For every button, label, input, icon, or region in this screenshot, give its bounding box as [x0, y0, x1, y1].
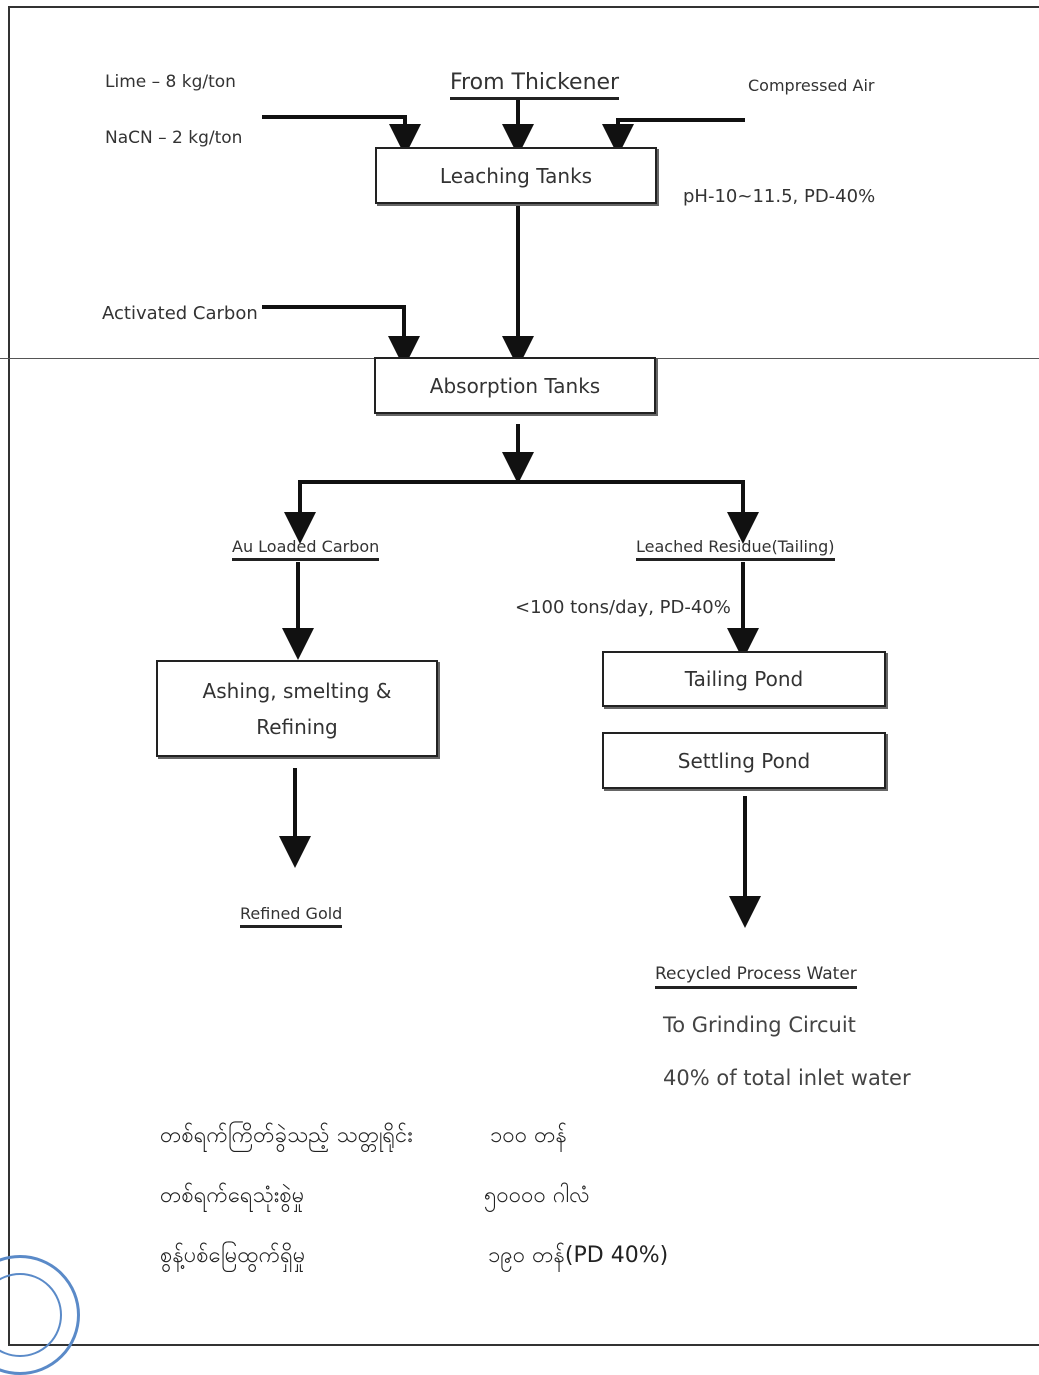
- absorption-tanks-box: Absorption Tanks: [374, 357, 656, 414]
- flow-connectors: [262, 100, 761, 928]
- summary-water-value: ၅၀၀၀၀ ဂါလံ: [484, 1183, 590, 1208]
- tailing-rate-note: <100 tons/day, PD-40%: [515, 597, 731, 618]
- au-loaded-carbon-label: Au Loaded Carbon: [232, 537, 380, 561]
- activated-carbon-label: Activated Carbon: [102, 303, 258, 324]
- summary-ore-label: တစ်ရက်ကြိတ်ခွဲသည့် သတ္တုရိုင်း: [160, 1123, 413, 1148]
- ashing-smelting-refining-box: Ashing, smelting & Refining: [156, 660, 438, 757]
- arrow-reagents: [262, 115, 421, 156]
- summary-ore-value: ၁၀၀ တန်: [490, 1123, 567, 1148]
- leaching-tanks-box: Leaching Tanks: [375, 147, 657, 204]
- refined-gold-label: Refined Gold: [240, 904, 343, 928]
- leaching-conditions-note: pH-10~11.5, PD-40%: [683, 186, 876, 207]
- arrow-carbon: [262, 305, 420, 368]
- compressed-air-label: Compressed Air: [748, 76, 875, 95]
- tailing-pond-box: Tailing Pond: [602, 651, 886, 707]
- summary-water-label: တစ်ရက်ရေသုံးစွဲမှု: [160, 1183, 305, 1208]
- lime-label: Lime – 8 kg/ton: [105, 72, 236, 92]
- summary-tailing-label: စွန့်ပစ်မြေထွက်ရှိမှု: [160, 1243, 306, 1268]
- recycled-process-water-label: Recycled Process Water: [655, 964, 857, 989]
- nacn-label: NaCN – 2 kg/ton: [105, 128, 243, 148]
- from-thickener-label: From Thickener: [450, 70, 620, 100]
- leached-residue-label: Leached Residue(Tailing): [636, 537, 835, 561]
- split-line: [298, 480, 745, 528]
- arrow-air: [602, 118, 745, 156]
- summary-tailing-value: ၁၉၀ တန်(PD 40%): [488, 1243, 669, 1268]
- to-grinding-circuit-label: To Grinding Circuit: [663, 1013, 856, 1037]
- inlet-water-label: 40% of total inlet water: [663, 1066, 911, 1090]
- settling-pond-box: Settling Pond: [602, 732, 886, 789]
